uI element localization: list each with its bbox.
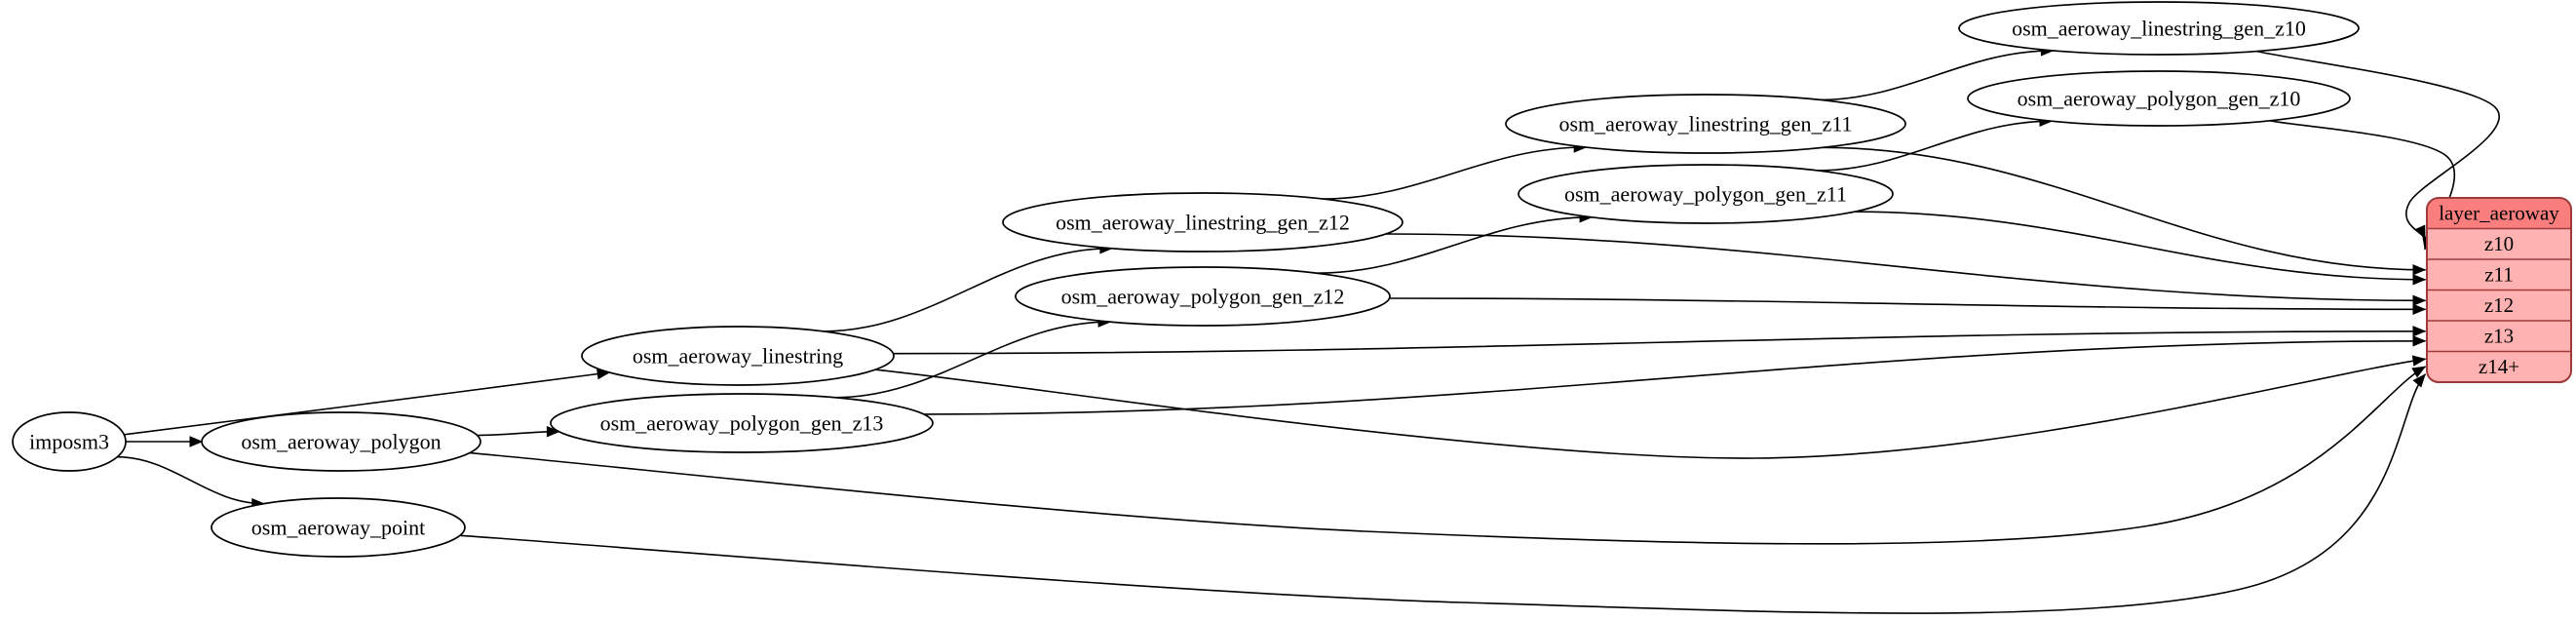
node-osm_aeroway_linestring_gen_z11: osm_aeroway_linestring_gen_z11 [1505,94,1906,154]
edge-osm_aeroway_polygon-to-layer_aeroway-z14+ [469,366,2427,545]
edge-osm_aeroway_linestring_gen_z12-to-osm_aeroway_linestring_gen_z11 [1322,141,1588,200]
osm_aeroway_polygon_gen_z11-label: osm_aeroway_polygon_gen_z11 [1564,181,1847,206]
osm_aeroway_polygon_gen_z11-ellipse [1518,164,1894,224]
osm_aeroway_linestring-label: osm_aeroway_linestring [633,343,843,368]
edge-osm_aeroway_point-to-layer_aeroway-z14+ [459,373,2426,614]
osm_aeroway_linestring_gen_z10-label: osm_aeroway_linestring_gen_z10 [2012,16,2306,40]
layer-table-title: layer_aeroway [2439,202,2559,225]
osm_aeroway_polygon_gen_z10-ellipse [1967,70,2351,127]
osm_aeroway_linestring_gen_z11-label: osm_aeroway_linestring_gen_z11 [1559,111,1853,136]
node-osm_aeroway_polygon: osm_aeroway_polygon [201,411,481,472]
edge-osm_aeroway_polygon_gen_z12-to-layer_aeroway-z12 [1388,297,2427,316]
edge-imposm3-to-osm_aeroway_linestring [123,368,611,436]
node-osm_aeroway_polygon_gen_z11: osm_aeroway_polygon_gen_z11 [1518,164,1894,224]
edge-osm_aeroway_polygon_gen_z13-to-osm_aeroway_polygon_gen_z12 [833,316,1112,399]
layer-table-row-z11: z11 [2484,263,2514,287]
edge-osm_aeroway_linestring_gen_z11-to-layer_aeroway-z11 [1822,146,2427,276]
edge-osm_aeroway_polygon_gen_z11-to-layer_aeroway-z11 [1854,211,2427,286]
node-osm_aeroway_linestring: osm_aeroway_linestring [581,326,895,386]
osm_aeroway_linestring_gen_z10-ellipse [1958,1,2360,56]
node-osm_aeroway_linestring_gen_z10: osm_aeroway_linestring_gen_z10 [1958,1,2360,56]
osm_aeroway_linestring_gen_z11-ellipse [1505,94,1906,154]
edge-osm_aeroway_polygon_gen_z11-to-osm_aeroway_polygon_gen_z10 [1816,115,2054,172]
edge-osm_aeroway_polygon_gen_z13-to-layer_aeroway-z13 [922,335,2427,415]
layer-table-border [2426,197,2572,383]
edge-imposm3-to-osm_aeroway_point [116,455,266,510]
edge-osm_aeroway_polygon_gen_z12-to-osm_aeroway_polygon_gen_z11 [1316,212,1594,274]
edge-osm_aeroway_linestring-to-osm_aeroway_linestring_gen_z12 [822,242,1114,332]
osm_aeroway_polygon-label: osm_aeroway_polygon [241,429,441,453]
node-osm_aeroway_polygon_gen_z10: osm_aeroway_polygon_gen_z10 [1967,70,2351,127]
osm_aeroway_polygon-ellipse [201,411,481,472]
osm_aeroway_point-label: osm_aeroway_point [251,515,425,539]
node-osm_aeroway_polygon_gen_z12: osm_aeroway_polygon_gen_z12 [1015,266,1391,327]
edges-layer [116,45,2500,614]
nodes-layer: imposm3 osm_aeroway_polygon osm_aeroway_po… [12,1,2360,558]
edge-osm_aeroway_linestring_gen_z10-to-layer_aeroway-z10 [2255,50,2500,240]
edge-osm_aeroway_linestring_gen_z11-to-osm_aeroway_linestring_gen_z10 [1819,45,2055,101]
imposm3-label: imposm3 [29,429,109,453]
layer-table-header [2427,198,2571,229]
osm_aeroway_polygon_gen_z12-label: osm_aeroway_polygon_gen_z12 [1061,284,1345,308]
node-osm_aeroway_linestring_gen_z12: osm_aeroway_linestring_gen_z12 [1002,192,1403,252]
osm_aeroway_polygon_gen_z10-label: osm_aeroway_polygon_gen_z10 [2018,86,2301,110]
osm_aeroway_point-ellipse [211,497,466,558]
layer-table-row-z14plus: z14+ [2479,355,2519,378]
edge-osm_aeroway_linestring_gen_z12-to-layer_aeroway-z12 [1385,233,2427,307]
imposm3-ellipse [12,411,127,472]
node-osm_aeroway_point: osm_aeroway_point [211,497,466,558]
table-layer: layer_aeroway z10 z11 z12 z13 z14+ [2426,197,2572,383]
layer-table-row-z12: z12 [2484,293,2514,317]
osm_aeroway_polygon_gen_z13-ellipse [550,393,934,453]
osm_aeroway_linestring-ellipse [581,326,895,386]
edge-osm_aeroway_linestring-to-layer_aeroway-z13 [892,326,2427,355]
layer-table-row-z13: z13 [2484,325,2514,348]
layer-table-row-z10: z10 [2484,232,2514,255]
edge-osm_aeroway_linestring-to-layer_aeroway-z14+ [874,355,2427,459]
osm_aeroway_polygon_gen_z13-label: osm_aeroway_polygon_gen_z13 [600,410,884,435]
node-imposm3: imposm3 [12,411,127,472]
node-osm_aeroway_polygon_gen_z13: osm_aeroway_polygon_gen_z13 [550,393,934,453]
osm_aeroway_polygon_gen_z12-ellipse [1015,266,1391,327]
osm_aeroway_linestring_gen_z12-label: osm_aeroway_linestring_gen_z12 [1056,210,1350,234]
edge-osm_aeroway_polygon-to-osm_aeroway_polygon_gen_z13 [476,425,560,438]
osm_aeroway_linestring_gen_z12-ellipse [1002,192,1403,252]
layer-table-body [2427,228,2571,382]
